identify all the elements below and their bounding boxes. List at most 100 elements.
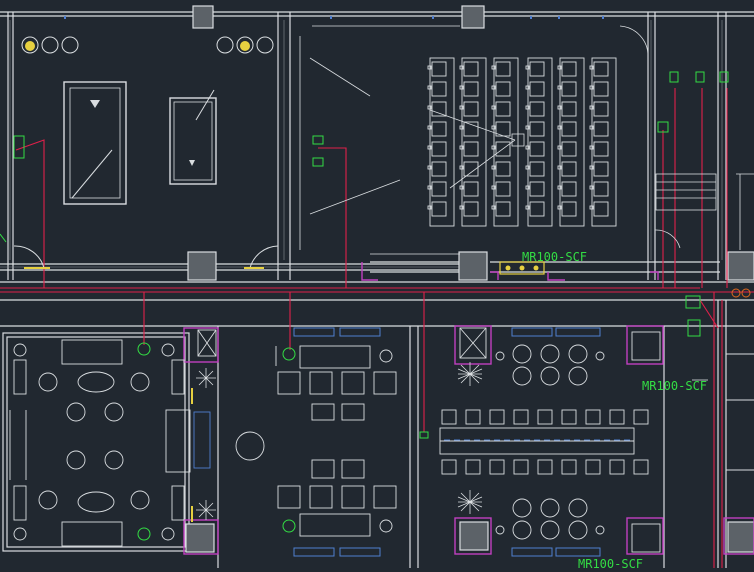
plant-icons bbox=[196, 362, 708, 520]
bar-stool bbox=[513, 459, 529, 475]
structural-columns bbox=[185, 5, 754, 553]
seat-light bbox=[557, 85, 562, 90]
seat-light bbox=[491, 185, 496, 190]
bar-stool bbox=[441, 459, 457, 475]
seat-column bbox=[527, 57, 553, 227]
seat-column bbox=[493, 57, 519, 227]
seat-light bbox=[525, 105, 530, 110]
bar-stool bbox=[609, 459, 625, 475]
seat-light bbox=[557, 65, 562, 70]
theater-seat bbox=[463, 81, 479, 97]
door-markers bbox=[24, 267, 264, 522]
theater-seat bbox=[463, 61, 479, 77]
bar-stool bbox=[489, 459, 505, 475]
stairwell bbox=[655, 173, 754, 250]
seat-column bbox=[591, 57, 617, 227]
magenta-outlines bbox=[183, 262, 754, 555]
main-walls bbox=[0, 11, 754, 568]
seat-light bbox=[491, 165, 496, 170]
theater-seat bbox=[463, 141, 479, 157]
bar-stool bbox=[465, 459, 481, 475]
bar-stool bbox=[513, 409, 529, 425]
seat-light bbox=[491, 65, 496, 70]
theater-seat bbox=[431, 61, 447, 77]
seat-light bbox=[459, 145, 464, 150]
seat-light bbox=[459, 105, 464, 110]
bar-stool bbox=[537, 409, 553, 425]
seat-light bbox=[427, 205, 432, 210]
theater-seat bbox=[561, 201, 577, 217]
theater-seat bbox=[463, 201, 479, 217]
theater-seat bbox=[463, 121, 479, 137]
bar-stool bbox=[441, 409, 457, 425]
yellow-device bbox=[499, 261, 545, 275]
seat-column bbox=[559, 57, 585, 227]
seat-light bbox=[525, 85, 530, 90]
theater-seat bbox=[431, 81, 447, 97]
theater-seat bbox=[463, 101, 479, 117]
seat-light bbox=[427, 65, 432, 70]
theater-seat bbox=[529, 141, 545, 157]
theater-seat bbox=[529, 81, 545, 97]
seat-light bbox=[525, 125, 530, 130]
seat-light bbox=[525, 205, 530, 210]
seat-light bbox=[459, 185, 464, 190]
theater-seat bbox=[431, 161, 447, 177]
seat-light bbox=[491, 205, 496, 210]
seat-column bbox=[429, 57, 455, 227]
bar-stool bbox=[537, 459, 553, 475]
theater-seat bbox=[495, 181, 511, 197]
seat-light bbox=[459, 165, 464, 170]
seat-light bbox=[459, 85, 464, 90]
theater-seat bbox=[561, 161, 577, 177]
seat-light bbox=[427, 185, 432, 190]
theater-seat bbox=[529, 121, 545, 137]
theater-seat bbox=[529, 161, 545, 177]
seat-light bbox=[525, 165, 530, 170]
seat-light bbox=[491, 145, 496, 150]
seat-light bbox=[589, 205, 594, 210]
theater-seat bbox=[431, 101, 447, 117]
theater-seat bbox=[593, 61, 609, 77]
theater-seat bbox=[593, 161, 609, 177]
lounge-room bbox=[9, 339, 211, 547]
seat-light bbox=[589, 145, 594, 150]
bar-stool bbox=[633, 409, 649, 425]
bar-stool bbox=[585, 409, 601, 425]
seat-light bbox=[557, 105, 562, 110]
green-devices bbox=[0, 71, 729, 541]
theater-seat bbox=[593, 81, 609, 97]
seat-light bbox=[491, 125, 496, 130]
theater-seat bbox=[561, 81, 577, 97]
seat-light bbox=[525, 185, 530, 190]
theater-seat bbox=[463, 181, 479, 197]
seat-light bbox=[557, 205, 562, 210]
theater-seat bbox=[495, 61, 511, 77]
seat-light bbox=[525, 145, 530, 150]
theater-seat bbox=[593, 101, 609, 117]
seat-light bbox=[459, 65, 464, 70]
seat-light bbox=[589, 185, 594, 190]
theater-seat bbox=[431, 121, 447, 137]
seat-column bbox=[461, 57, 487, 227]
seat-light bbox=[589, 165, 594, 170]
theater-lines bbox=[299, 25, 681, 255]
seat-light bbox=[525, 65, 530, 70]
seat-light bbox=[427, 125, 432, 130]
top-markers bbox=[64, 16, 604, 19]
seat-light bbox=[427, 85, 432, 90]
seat-light bbox=[589, 105, 594, 110]
theater-seat bbox=[529, 101, 545, 117]
bar-stool bbox=[489, 409, 505, 425]
seat-light bbox=[589, 85, 594, 90]
seat-light bbox=[589, 125, 594, 130]
wall-hatch bbox=[0, 20, 723, 268]
billiard-room bbox=[13, 36, 279, 269]
theater-seat bbox=[463, 161, 479, 177]
seat-light bbox=[557, 165, 562, 170]
bar-stool bbox=[561, 459, 577, 475]
bar-stool bbox=[633, 459, 649, 475]
